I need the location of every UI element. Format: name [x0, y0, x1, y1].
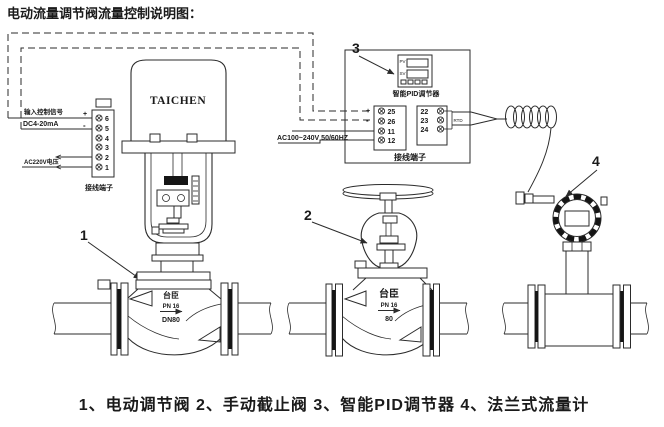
terminal-number: 4: [105, 136, 109, 143]
valve1-pn: PN 16: [163, 304, 180, 310]
pid-terminal-label: 接线端子: [394, 152, 426, 162]
plus-sign: +: [83, 111, 87, 118]
terminal-number: 22: [421, 109, 429, 116]
terminal-number: 12: [388, 138, 396, 145]
manual-stop-valve: 台臣 PN 16 80: [287, 184, 469, 357]
cable-gland: [515, 191, 525, 205]
valve2-brand: 台臣: [379, 287, 399, 300]
pid-minus: -: [366, 116, 369, 125]
meter-display: [564, 210, 590, 227]
terminal-screw-icon: [95, 124, 103, 132]
flowmeter-number: 4: [592, 153, 600, 169]
terminal-strip-label: 接线端子: [85, 183, 113, 192]
terminal-number: 1: [105, 165, 109, 172]
cable-entry: [95, 98, 112, 108]
meter-body: [544, 293, 614, 347]
valve1-dn: DN80: [162, 317, 180, 324]
terminal-number: 11: [388, 129, 396, 136]
pid-controller-box: 3 PV SV 智能PID调节器 AC100~240V 50/60HZ + - …: [277, 40, 498, 164]
pid-display: PV SV: [397, 54, 433, 88]
terminal-number: 2: [105, 155, 109, 162]
legend-caption: 1、电动调节阀 2、手动截止阀 3、智能PID调节器 4、法兰式流量计: [79, 395, 590, 414]
minus-sign: -: [83, 121, 86, 130]
terminal-screw-icon: [377, 107, 386, 115]
terminal-screw-icon: [377, 136, 386, 144]
terminal-screw-icon: [95, 114, 103, 122]
coiled-cable: [497, 105, 557, 193]
pid-power-label: AC100~240V 50/60HZ: [277, 135, 349, 142]
travel-scale: [191, 175, 200, 205]
terminal-block: [91, 109, 115, 178]
valve2-pn: PN 16: [381, 303, 398, 309]
terminal-number: 23: [421, 118, 429, 125]
pid-name: 智能PID调节器: [393, 89, 441, 98]
terminal-number: 25: [388, 109, 396, 116]
valve2-dn: 80: [385, 316, 393, 323]
terminal-number: 24: [421, 127, 429, 134]
terminal-screw-icon: [95, 153, 103, 161]
pid-button: [407, 79, 414, 85]
valve1-number: 1: [80, 227, 88, 243]
pid-number: 3: [352, 40, 360, 56]
actuator-terminal-strip: 输入控制信号 DC4-20mA + - AC220V电压 6 5 4 3 2 1…: [8, 98, 115, 192]
callout-valve1: 1: [80, 227, 141, 280]
terminal-screw-icon: [95, 134, 103, 142]
actuator-band: [121, 140, 236, 154]
signal-type-label: DC4-20mA: [23, 121, 58, 128]
callout-flowmeter: 4: [565, 153, 600, 197]
terminal-number: 3: [105, 145, 109, 152]
terminal-screw-icon: [377, 127, 386, 135]
stem-coupling: [156, 189, 190, 207]
actuator-brand: TAICHEN: [150, 95, 207, 107]
signal-wiring-dashed: [7, 32, 373, 129]
pid-button: [400, 79, 407, 85]
page-title: 电动流量调节阀流量控制说明图：: [7, 6, 202, 21]
terminal-screw-icon: [377, 117, 386, 125]
pid-button: [421, 79, 428, 85]
pid-button: [414, 79, 421, 85]
pv-label: PV: [400, 59, 406, 64]
valve1-brand: 台臣: [163, 290, 179, 300]
drain-bolt: [97, 279, 111, 290]
stem-knob: [164, 176, 188, 185]
pid-plus: +: [366, 108, 370, 115]
signal-label: 输入控制信号: [24, 107, 64, 116]
power-label: AC220V电压: [24, 158, 59, 166]
terminal-screw-icon: [436, 107, 445, 115]
flanged-flow-meter: [502, 191, 649, 349]
electric-actuator: TAICHEN: [121, 59, 236, 274]
terminal-number: 26: [388, 119, 396, 126]
terminal-screw-icon: [436, 116, 445, 124]
terminal-screw-icon: [95, 163, 103, 171]
terminal-number: 6: [105, 116, 109, 123]
terminal-screw-icon: [436, 125, 445, 133]
terminal-screw-icon: [95, 143, 103, 151]
meter-stem: [565, 250, 589, 295]
rtd-label: RTD: [454, 118, 464, 123]
electric-control-valve-body: 台臣 PN 16 DN80: [52, 271, 273, 356]
valve2-number: 2: [304, 207, 312, 223]
callout-valve2: 2: [304, 207, 368, 244]
terminal-number: 5: [105, 126, 109, 133]
sv-label: SV: [400, 71, 406, 76]
